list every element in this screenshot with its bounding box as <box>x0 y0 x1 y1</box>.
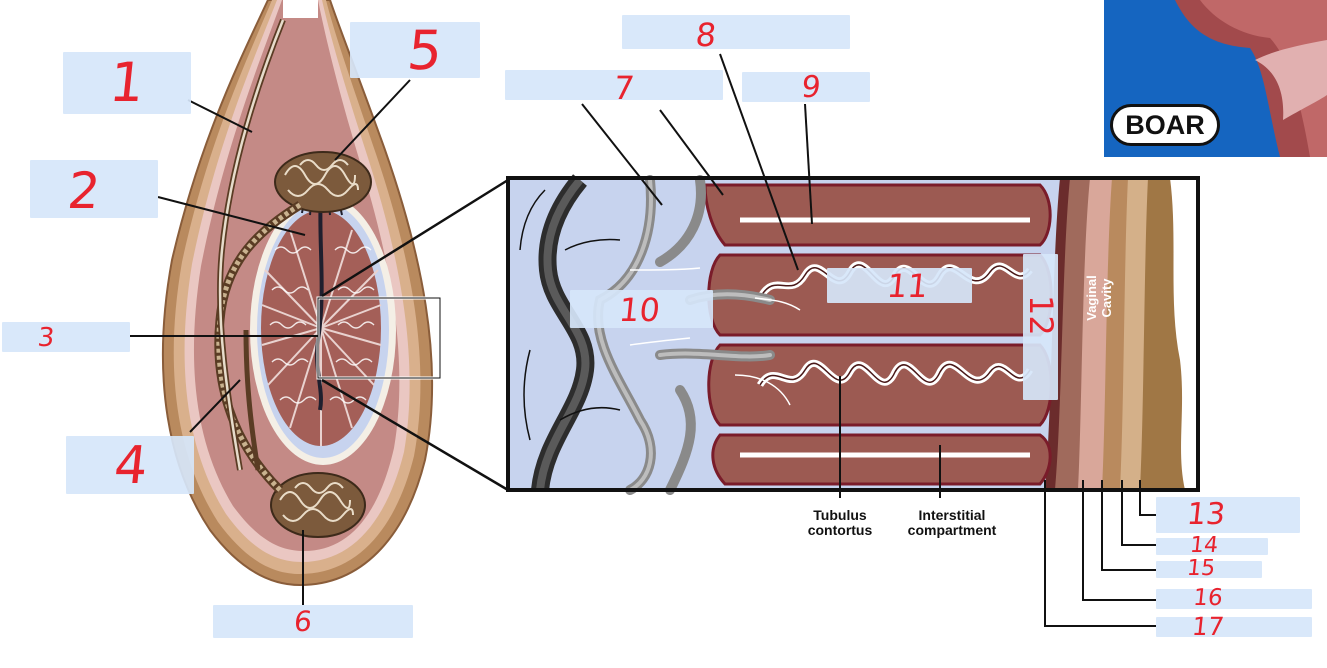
blank-2[interactable]: 2 <box>30 160 158 220</box>
blank-4[interactable]: 4 <box>66 436 194 496</box>
boar-badge: BOAR <box>1110 104 1220 146</box>
blank-5-number: 5 <box>404 19 446 82</box>
blank-1[interactable]: 1 <box>63 51 191 114</box>
blank-17[interactable]: 17 <box>1156 612 1312 641</box>
blank-11-number: 11 <box>885 267 930 305</box>
blank-4-number: 4 <box>111 436 151 496</box>
blank-12-number: 12 <box>1022 295 1060 336</box>
leader-lines <box>130 53 1156 627</box>
blank-3-number: 3 <box>36 323 56 353</box>
blank-13[interactable]: 13 <box>1156 497 1300 533</box>
blank-14[interactable]: 14 <box>1156 533 1268 558</box>
blank-10-number: 10 <box>617 291 662 329</box>
blank-14-number: 14 <box>1188 533 1220 558</box>
blank-8[interactable]: 8 <box>622 15 850 54</box>
blank-11[interactable]: 11 <box>827 267 972 305</box>
blank-10[interactable]: 10 <box>570 290 713 329</box>
blank-15[interactable]: 15 <box>1156 556 1262 581</box>
blank-7-number: 7 <box>611 69 637 107</box>
blank-15-number: 15 <box>1185 556 1217 581</box>
zoom-connector-lines <box>321 178 509 492</box>
blank-5[interactable]: 5 <box>350 19 480 82</box>
blank-16-number: 16 <box>1192 585 1225 611</box>
interstitial-compartment-label: Interstitial compartment <box>907 507 997 538</box>
blank-6-number: 6 <box>292 605 314 638</box>
blank-12[interactable]: 12 <box>1022 254 1060 400</box>
blank-8-number: 8 <box>693 16 719 54</box>
tubulus-contortus-label: Tubulus contortus <box>807 507 873 538</box>
blank-17-number: 17 <box>1190 612 1226 641</box>
blank-7[interactable]: 7 <box>505 69 723 107</box>
blank-3[interactable]: 3 <box>2 322 130 353</box>
testis-cross-section <box>161 0 442 587</box>
blank-16[interactable]: 16 <box>1156 585 1312 611</box>
vaginal-cavity-label: Vaginal Cavity <box>1084 275 1114 321</box>
blank-9[interactable]: 9 <box>742 70 870 105</box>
blank-2-number: 2 <box>65 162 103 220</box>
blank-6[interactable]: 6 <box>213 605 413 638</box>
blank-1-number: 1 <box>106 51 148 114</box>
blank-9-number: 9 <box>799 70 823 105</box>
blank-13-number: 13 <box>1185 497 1227 532</box>
